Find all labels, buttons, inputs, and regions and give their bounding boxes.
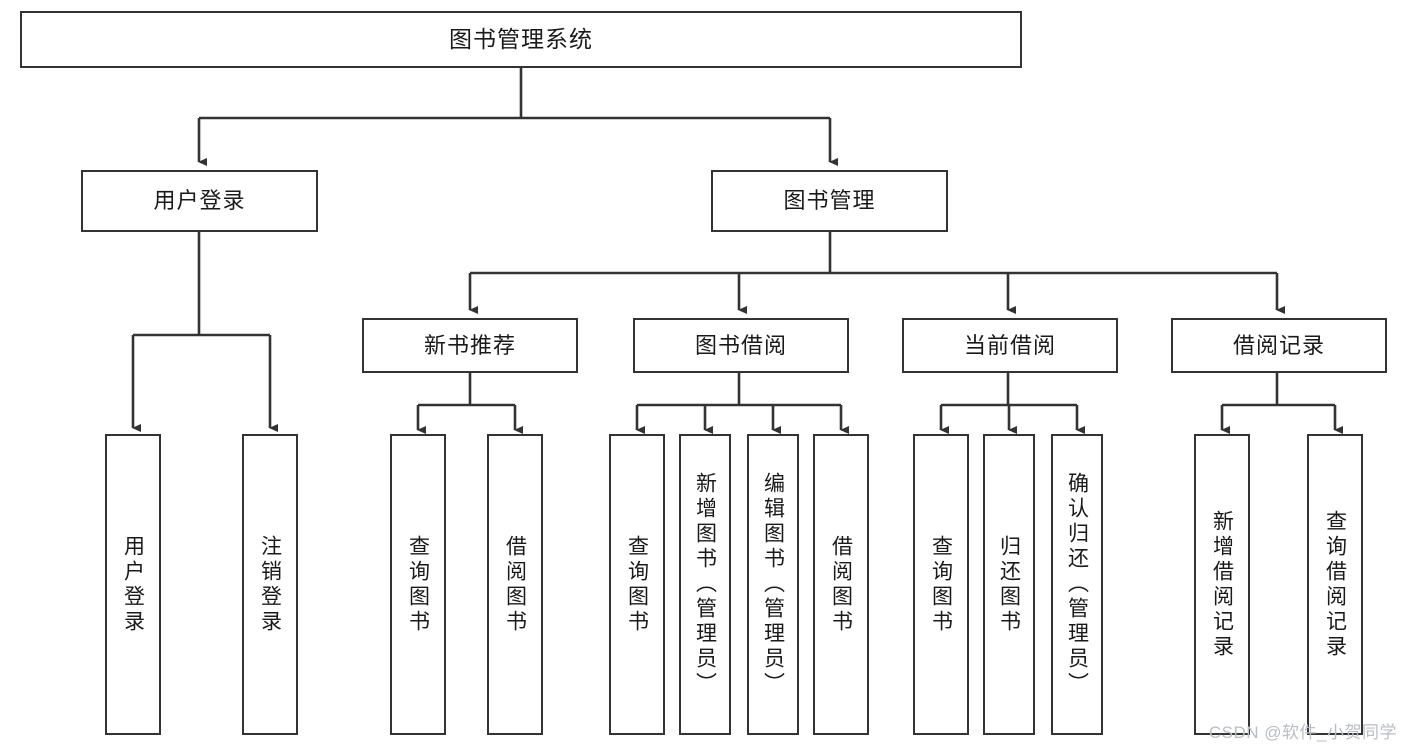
- node-label: 注销登录: [258, 534, 282, 635]
- node-label: 用户登录: [121, 534, 145, 635]
- node-book-management-system[interactable]: 图书管理系统: [20, 11, 1022, 68]
- node-label: 借阅图书: [829, 534, 853, 635]
- node-borrow-record[interactable]: 借阅记录: [1171, 318, 1387, 373]
- node-leaf-query-record[interactable]: 查询借阅记录: [1307, 434, 1363, 735]
- node-leaf-edit-book[interactable]: 编辑图书（管理员）: [747, 434, 799, 735]
- node-leaf-query-book-3[interactable]: 查询图书: [913, 434, 969, 735]
- node-new-book-recommend[interactable]: 新书推荐: [362, 318, 578, 373]
- node-current-borrow[interactable]: 当前借阅: [902, 318, 1118, 373]
- node-leaf-query-book-2[interactable]: 查询图书: [609, 434, 665, 735]
- node-leaf-return-book[interactable]: 归还图书: [983, 434, 1035, 735]
- node-label: 查询借阅记录: [1323, 509, 1347, 660]
- node-leaf-add-book[interactable]: 新增图书（管理员）: [679, 434, 731, 735]
- node-label: 查询图书: [406, 534, 430, 635]
- node-leaf-confirm-return[interactable]: 确认归还（管理员）: [1051, 434, 1103, 735]
- node-label: 借阅图书: [503, 534, 527, 635]
- node-label: 查询图书: [929, 534, 953, 635]
- node-label: 新书推荐: [423, 332, 516, 358]
- node-label: 图书管理系统: [449, 25, 593, 52]
- node-label: 借阅记录: [1232, 332, 1325, 358]
- node-label: 新增图书（管理员）: [693, 472, 717, 697]
- node-label: 图书借阅: [694, 332, 787, 358]
- node-leaf-logout-login[interactable]: 注销登录: [242, 434, 298, 735]
- node-label: 编辑图书（管理员）: [761, 472, 785, 697]
- node-label: 用户登录: [153, 188, 246, 214]
- node-label: 当前借阅: [963, 332, 1056, 358]
- node-label: 确认归还（管理员）: [1065, 472, 1089, 697]
- node-label: 新增借阅记录: [1210, 509, 1234, 660]
- node-user-login[interactable]: 用户登录: [81, 170, 318, 232]
- node-leaf-query-book-1[interactable]: 查询图书: [390, 434, 446, 735]
- node-label: 查询图书: [625, 534, 649, 635]
- node-leaf-add-record[interactable]: 新增借阅记录: [1194, 434, 1250, 735]
- node-leaf-borrow-book-2[interactable]: 借阅图书: [813, 434, 869, 735]
- node-leaf-user-login[interactable]: 用户登录: [105, 434, 161, 735]
- node-label: 图书管理: [783, 188, 876, 214]
- node-book-manage[interactable]: 图书管理: [711, 170, 948, 232]
- node-label: 归还图书: [997, 534, 1021, 635]
- node-leaf-borrow-book-1[interactable]: 借阅图书: [487, 434, 543, 735]
- node-book-borrow[interactable]: 图书借阅: [633, 318, 849, 373]
